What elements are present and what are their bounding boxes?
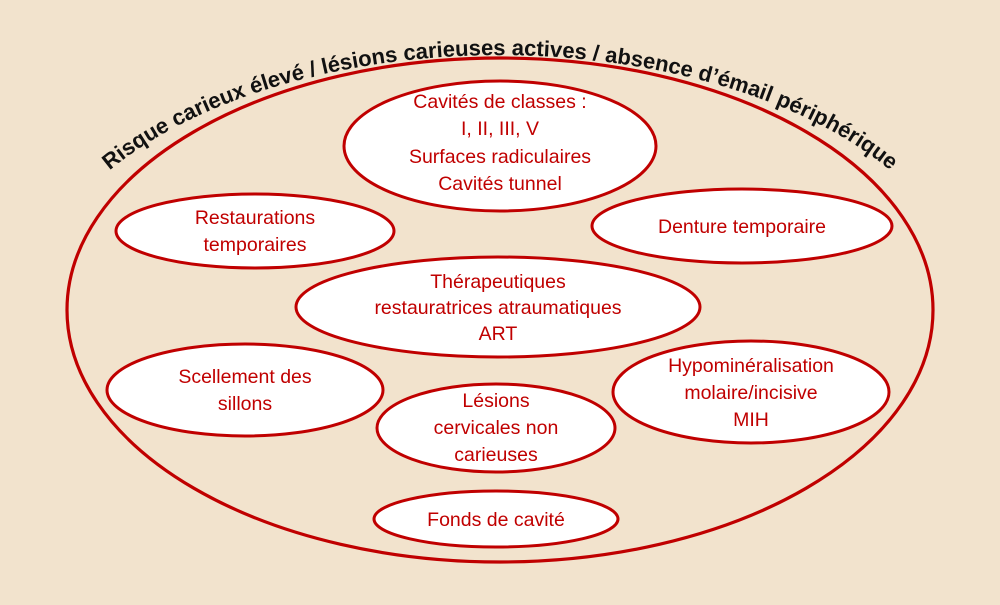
node-label-line: temporaires [204, 234, 307, 256]
node-therapeutiques-art: Thérapeutiques restauratrices atraumatiq… [294, 255, 702, 359]
node-label-line: Surfaces radiculaires [409, 146, 591, 168]
node-scellement-sillons: Scellement des sillons [105, 342, 385, 438]
node-label-line: MIH [733, 409, 769, 431]
scellement-sillons-ellipse [105, 342, 385, 438]
fonds-cavite-ellipse [372, 489, 620, 549]
node-label-line: ART [479, 323, 518, 345]
node-label-line: Lésions [462, 390, 529, 412]
node-label-line: sillons [218, 393, 272, 415]
hypomineralisation-mih-ellipse [611, 339, 891, 445]
node-lesions-cervicales: Lésions cervicales non carieuses [375, 382, 617, 474]
node-label-line: restauratrices atraumatiques [374, 297, 621, 319]
node-label-line: molaire/incisive [684, 382, 817, 404]
node-cavites-classes: Cavités de classes : I, II, III, V Surfa… [342, 79, 658, 213]
node-label-line: Thérapeutiques [430, 271, 566, 293]
node-denture-temporaire: Denture temporaire [590, 187, 894, 265]
node-label-line: Restaurations [195, 207, 316, 229]
node-label-line: Fonds de cavité [427, 509, 565, 531]
lesions-cervicales-ellipse [375, 382, 617, 474]
node-label-line: Hypominéralisation [668, 355, 834, 377]
therapeutiques-art-ellipse [294, 255, 702, 359]
node-hypomineralisation-mih: Hypominéralisation molaire/incisive MIH [611, 339, 891, 445]
restaurations-temporaires-ellipse [114, 192, 396, 270]
node-label-line: Denture temporaire [658, 216, 826, 238]
outer-risk-ellipse [65, 56, 935, 564]
node-label-line: Scellement des [178, 366, 312, 388]
node-fonds-cavite: Fonds de cavité [372, 489, 620, 549]
node-label-line: I, II, III, V [461, 118, 539, 140]
node-restaurations-temporaires: Restaurations temporaires [114, 192, 396, 270]
node-label-line: cervicales non [434, 417, 559, 439]
node-label-line: Cavités tunnel [438, 173, 562, 195]
node-label-line: carieuses [454, 444, 538, 466]
node-label-line: Cavités de classes : [413, 91, 586, 113]
denture-temporaire-ellipse [590, 187, 894, 265]
cavites-classes-ellipse [342, 79, 658, 213]
